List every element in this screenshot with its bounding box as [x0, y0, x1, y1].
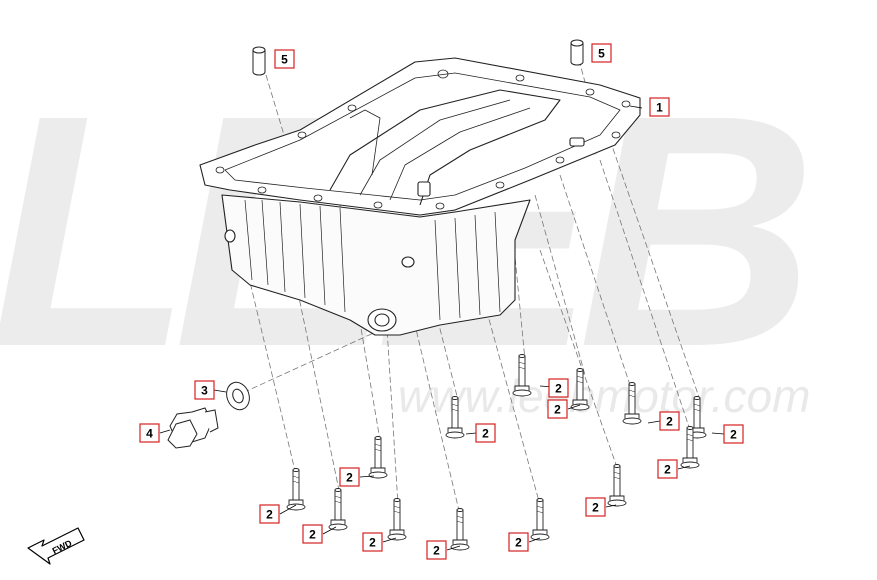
flange-bolt — [450, 508, 470, 551]
callout-box — [362, 532, 383, 552]
callout-box — [339, 467, 360, 487]
callout-c4: 4 — [139, 423, 160, 443]
flange-bolt — [622, 382, 642, 425]
flange-bolt — [570, 368, 590, 411]
callout-box — [302, 524, 323, 544]
callout-c5b: 5 — [591, 43, 612, 63]
flange-bolt — [512, 354, 532, 397]
callout-number: 3 — [201, 384, 208, 398]
callout-box — [475, 423, 496, 443]
callout-box — [585, 497, 606, 517]
callout-c2f: 2 — [508, 532, 529, 552]
callout-c1: 1 — [649, 97, 670, 117]
drain-washer — [226, 381, 250, 411]
callout-c2j: 2 — [659, 411, 680, 431]
callout-c2i: 2 — [547, 399, 568, 419]
callout-box — [649, 97, 670, 117]
callout-number: 2 — [369, 536, 376, 550]
callout-number: 4 — [146, 427, 153, 441]
callout-number: 2 — [346, 471, 353, 485]
callout-c2d: 2 — [362, 532, 383, 552]
callout-number: 2 — [482, 427, 489, 441]
callout-c5a: 5 — [274, 49, 295, 69]
callout-box — [194, 380, 215, 400]
callout-c2h: 2 — [548, 378, 569, 398]
flange-bolt — [530, 498, 550, 541]
flange-bolt — [387, 498, 407, 541]
callout-leaders — [159, 105, 725, 551]
callout-box — [274, 49, 295, 69]
callout-box — [139, 423, 160, 443]
callout-number: 2 — [515, 536, 522, 550]
callout-box — [548, 378, 569, 398]
callout-c2l: 2 — [657, 459, 678, 479]
callout-box — [508, 532, 529, 552]
flange-bolt — [286, 468, 306, 511]
callout-box — [659, 411, 680, 431]
callout-number: 2 — [266, 508, 273, 522]
flange-bolt — [368, 436, 388, 479]
bolts — [286, 354, 707, 551]
dowel-pin-left — [252, 46, 266, 76]
callout-c2b: 2 — [302, 524, 323, 544]
callout-box — [657, 459, 678, 479]
callout-number: 2 — [666, 415, 673, 429]
callout-c2c: 2 — [339, 467, 360, 487]
flange-bolt — [445, 396, 465, 439]
callout-number: 5 — [281, 53, 288, 67]
callout-box — [591, 43, 612, 63]
dowel-pin-right — [570, 39, 584, 66]
callout-number: 2 — [554, 403, 561, 417]
flange-bolt — [607, 464, 627, 507]
callout-number: 2 — [309, 528, 316, 542]
callout-c2g: 2 — [475, 423, 496, 443]
callout-box — [259, 504, 280, 524]
callout-number: 2 — [555, 382, 562, 396]
callout-c2k: 2 — [723, 424, 744, 444]
callout-box — [547, 399, 568, 419]
callout-number: 2 — [592, 501, 599, 515]
callout-c2m: 2 — [585, 497, 606, 517]
callout-c2e: 2 — [426, 540, 447, 560]
oil-pan — [199, 57, 641, 336]
watermark-site: www.leebmotor.com — [398, 370, 810, 422]
flange-bolt — [328, 488, 348, 531]
callout-c2a: 2 — [259, 504, 280, 524]
drain-plug — [167, 407, 219, 449]
callout-number: 2 — [433, 544, 440, 558]
flange-bolt — [680, 426, 700, 469]
callout-box — [723, 424, 744, 444]
callout-c3: 3 — [194, 380, 215, 400]
fwd-direction-arrow: FWD — [27, 527, 85, 565]
callout-number: 1 — [656, 101, 663, 115]
callout-number: 2 — [730, 428, 737, 442]
callout-number: 5 — [598, 47, 605, 61]
callout-number: 2 — [664, 463, 671, 477]
callout-box — [426, 540, 447, 560]
callout-labels: 1 5 5 3 4 2 2 2 2 2 2 2 2 2 2 2 2 2 — [139, 43, 744, 560]
